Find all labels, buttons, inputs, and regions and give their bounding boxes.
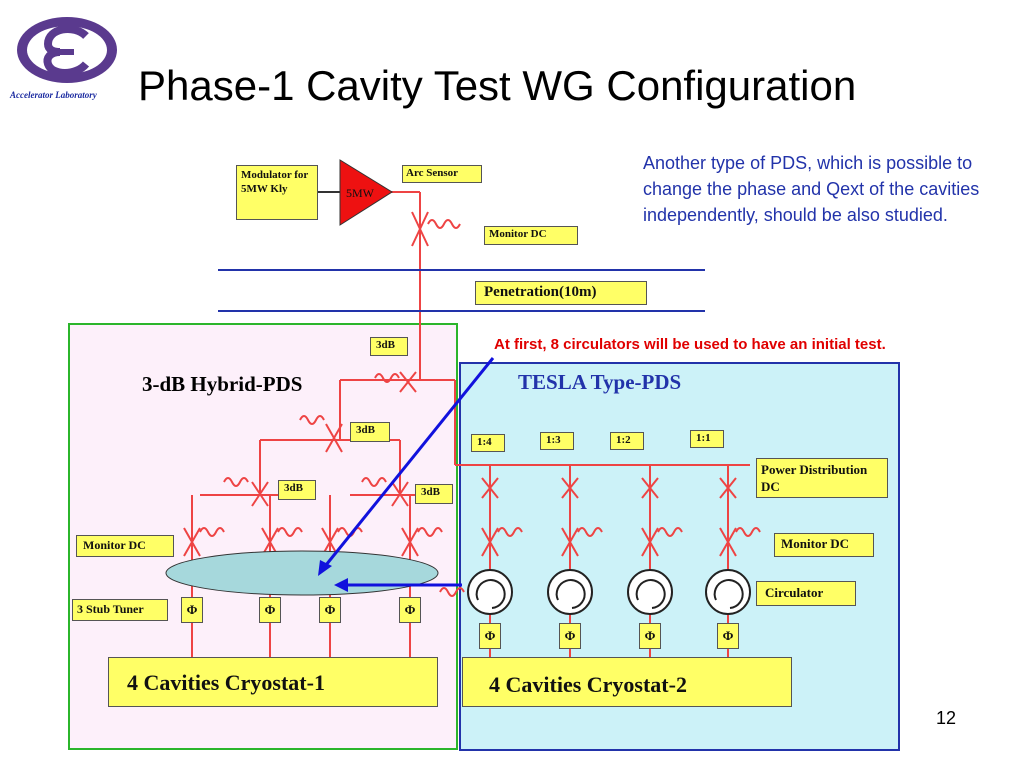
lab-name: Accelerator Laboratory [10,90,97,100]
monitor-dc-top-box: Monitor DC [484,226,578,245]
phase-shifter-r3: Φ [639,623,661,649]
monitor-dc-left-box: Monitor DC [76,535,174,557]
ratio-1-4: 1:4 [471,434,505,452]
hybrid-3db-3: 3dB [278,480,316,500]
phase-shifter-r2: Φ [559,623,581,649]
phase-shifter-l4: Φ [399,597,421,623]
hybrid-pds-title: 3-dB Hybrid-PDS [142,372,303,396]
phase-shifter-l1: Φ [181,597,203,623]
circulator-box: Circulator [756,581,856,606]
monitor-dc-right-box: Monitor DC [774,533,874,557]
ratio-1-1: 1:1 [690,430,724,448]
phase-shifter-r1: Φ [479,623,501,649]
stub-tuner-box: 3 Stub Tuner [72,599,168,621]
klystron-label: 5MW [346,186,374,200]
phase-shifter-l2: Φ [259,597,281,623]
ratio-1-3: 1:3 [540,432,574,450]
pds-note: Another type of PDS, which is possible t… [643,153,980,225]
hybrid-3db-1: 3dB [370,337,408,356]
phase-shifter-r4: Φ [717,623,739,649]
cryostat-1-box: 4 Cavities Cryostat-1 [108,657,438,707]
cryostat-2-box: 4 Cavities Cryostat-2 [462,657,792,707]
slide-title: Phase-1 Cavity Test WG Configuration [138,62,857,109]
arc-sensor-box: Arc Sensor [402,165,482,183]
page-number: 12 [936,708,957,728]
ratio-1-2: 1:2 [610,432,644,450]
hybrid-3db-4: 3dB [415,484,453,504]
phase-shifter-l3: Φ [319,597,341,623]
kek-logo [14,14,124,95]
power-distribution-dc-box: Power Distribution DC [756,458,888,498]
tesla-pds-title: TESLA Type-PDS [518,370,682,394]
penetration-box: Penetration(10m) [475,281,647,305]
circulator-note: At first, 8 circulators will be used to … [494,336,886,353]
hybrid-3db-2: 3dB [350,422,390,442]
modulator-box: Modulator for 5MW Kly [236,165,318,220]
